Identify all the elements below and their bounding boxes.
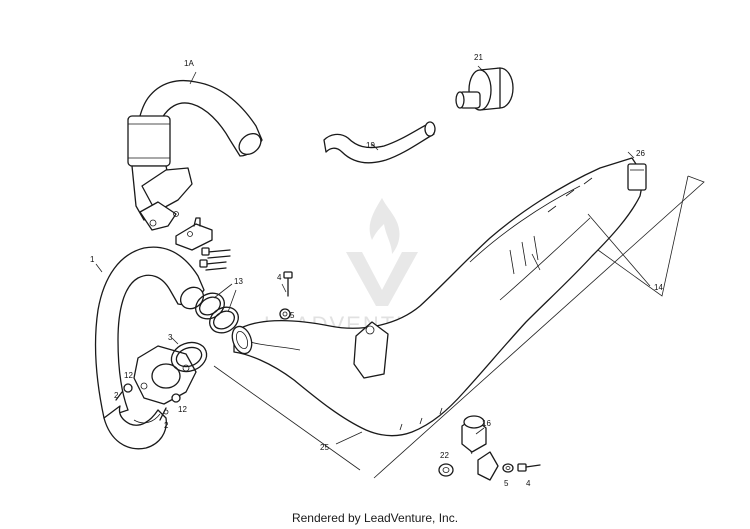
callout-5-lower: 5 [504, 479, 509, 488]
part-1-exhaust-pipe [94, 246, 205, 450]
part-1a-exhaust-pipe [127, 79, 263, 231]
flange-bolts [115, 383, 181, 421]
callout-4-lower: 4 [526, 479, 531, 488]
bolt-pair [199, 247, 231, 271]
pipe-bracket [175, 217, 213, 251]
part-4-bolt-lower [517, 463, 541, 472]
part-21-fitting [455, 67, 514, 111]
callout-25: 25 [320, 443, 329, 452]
callout-16: 16 [482, 419, 491, 428]
callout-12-right: 12 [178, 405, 187, 414]
part-3-gasket [170, 341, 208, 373]
callout-5-upper: 5 [290, 311, 295, 320]
callout-21: 21 [474, 53, 483, 62]
part-5-washer-upper [279, 308, 291, 320]
part-16-bush [461, 415, 487, 453]
callout-3: 3 [168, 333, 173, 342]
callout-22: 22 [440, 451, 449, 460]
v-logo-icon [346, 252, 418, 306]
part-13-o-rings [195, 292, 239, 334]
leader-lines [95, 65, 705, 479]
callout-2-left: 2 [114, 391, 119, 400]
callout-12-left: 12 [124, 371, 133, 380]
callouts: 1A 21 19 26 14 1 13 4 5 3 12 2 12 2 25 1… [90, 53, 663, 488]
part-22-spacer [438, 463, 454, 477]
callout-26: 26 [636, 149, 645, 158]
callout-14: 14 [654, 283, 663, 292]
part-14-muffler [231, 157, 647, 437]
mounting-clip [477, 451, 499, 481]
part-4-bolt-upper [283, 271, 293, 297]
callout-1a: 1A [184, 59, 194, 68]
part-5-washer-lower [502, 463, 514, 473]
callout-1: 1 [90, 255, 95, 264]
callout-2-right: 2 [164, 421, 169, 430]
callout-13: 13 [234, 277, 243, 286]
part-19-hose [323, 121, 436, 164]
callout-4-upper: 4 [277, 273, 282, 282]
callout-19: 19 [366, 141, 375, 150]
footer-credit: Rendered by LeadVenture, Inc. [291, 511, 459, 525]
flame-logo-icon [369, 198, 400, 254]
